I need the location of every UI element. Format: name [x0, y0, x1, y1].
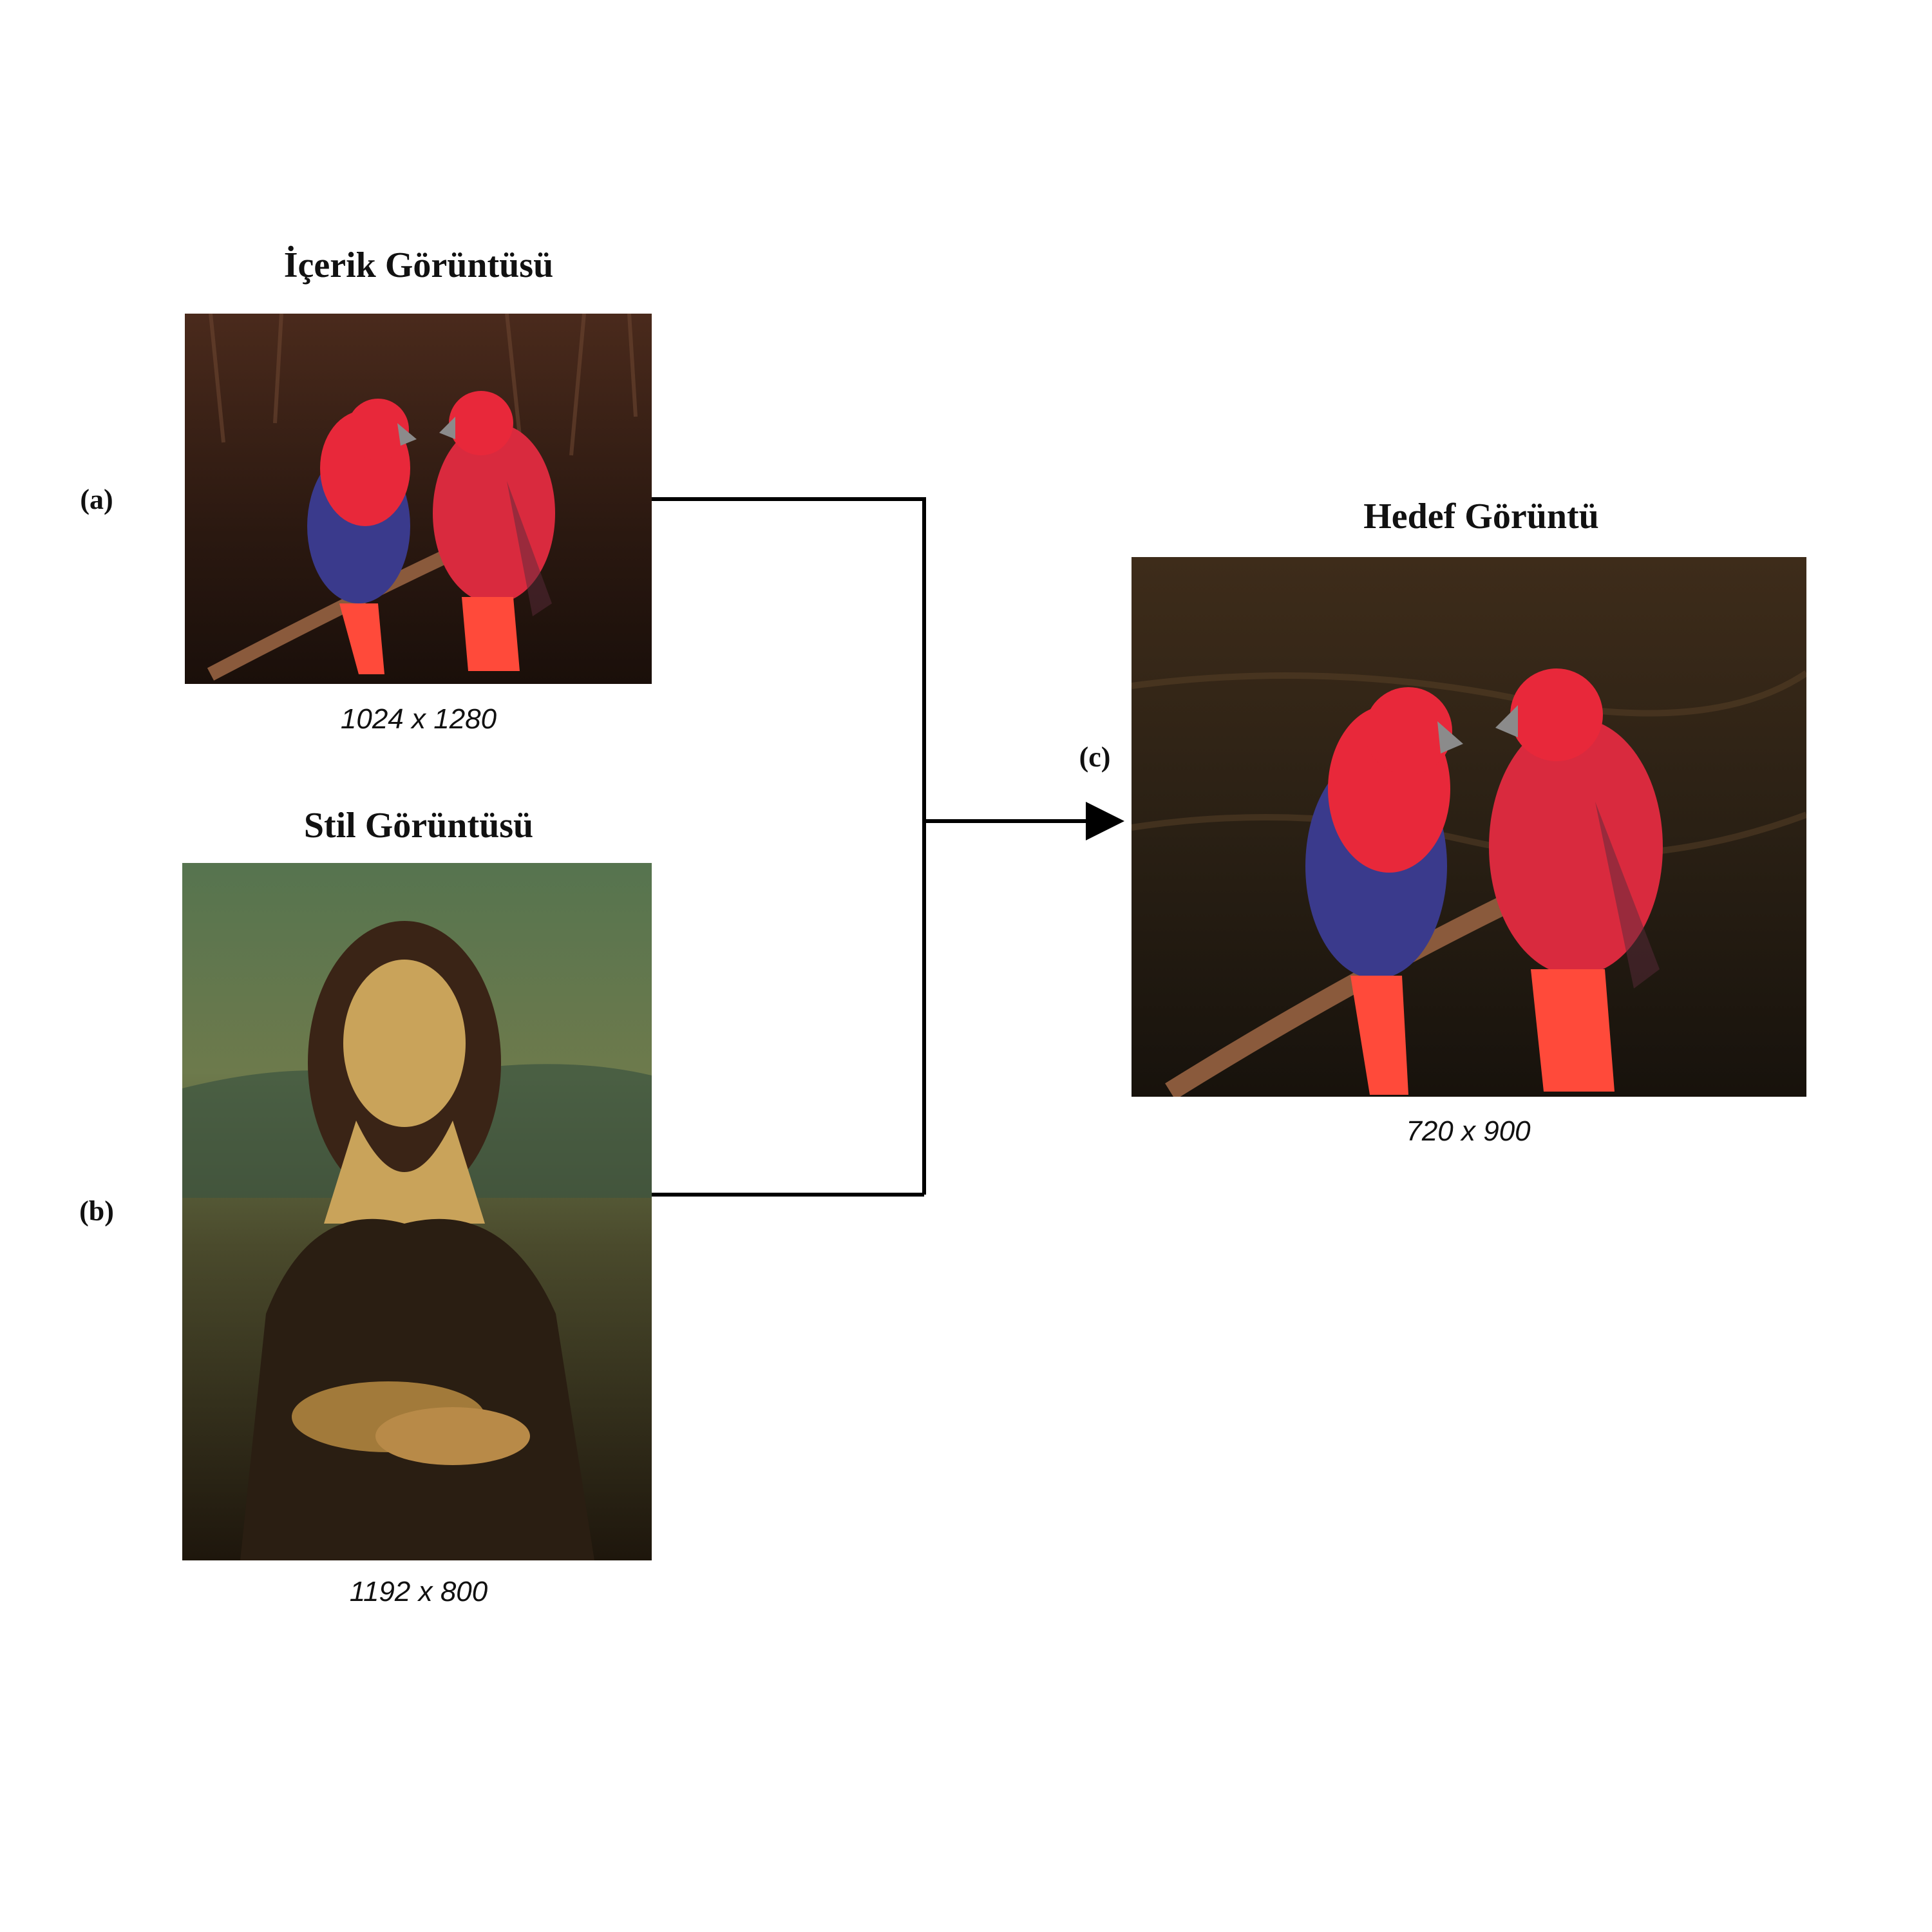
- style-image: [182, 863, 652, 1560]
- content-image: [185, 314, 652, 684]
- target-image-size: 720 x 900: [1406, 1115, 1531, 1147]
- target-image: [1132, 557, 1806, 1097]
- content-image-label: (a): [80, 484, 113, 515]
- mona-lisa-painting-icon: [182, 863, 652, 1560]
- parrots-photo-icon: [185, 314, 652, 684]
- connector-from-content: [652, 497, 926, 1195]
- style-image-label: (b): [79, 1195, 114, 1227]
- content-image-title: İçerik Görüntüsü: [283, 245, 554, 285]
- stylized-parrots-photo-icon: [1132, 557, 1806, 1097]
- style-image-title: Stil Görüntüsü: [303, 806, 534, 846]
- style-image-size: 1192 x 800: [349, 1576, 488, 1607]
- target-image-label: (c): [1079, 741, 1111, 773]
- target-image-title: Hedef Görüntü: [1363, 497, 1599, 536]
- content-image-size: 1024 x 1280: [340, 703, 497, 735]
